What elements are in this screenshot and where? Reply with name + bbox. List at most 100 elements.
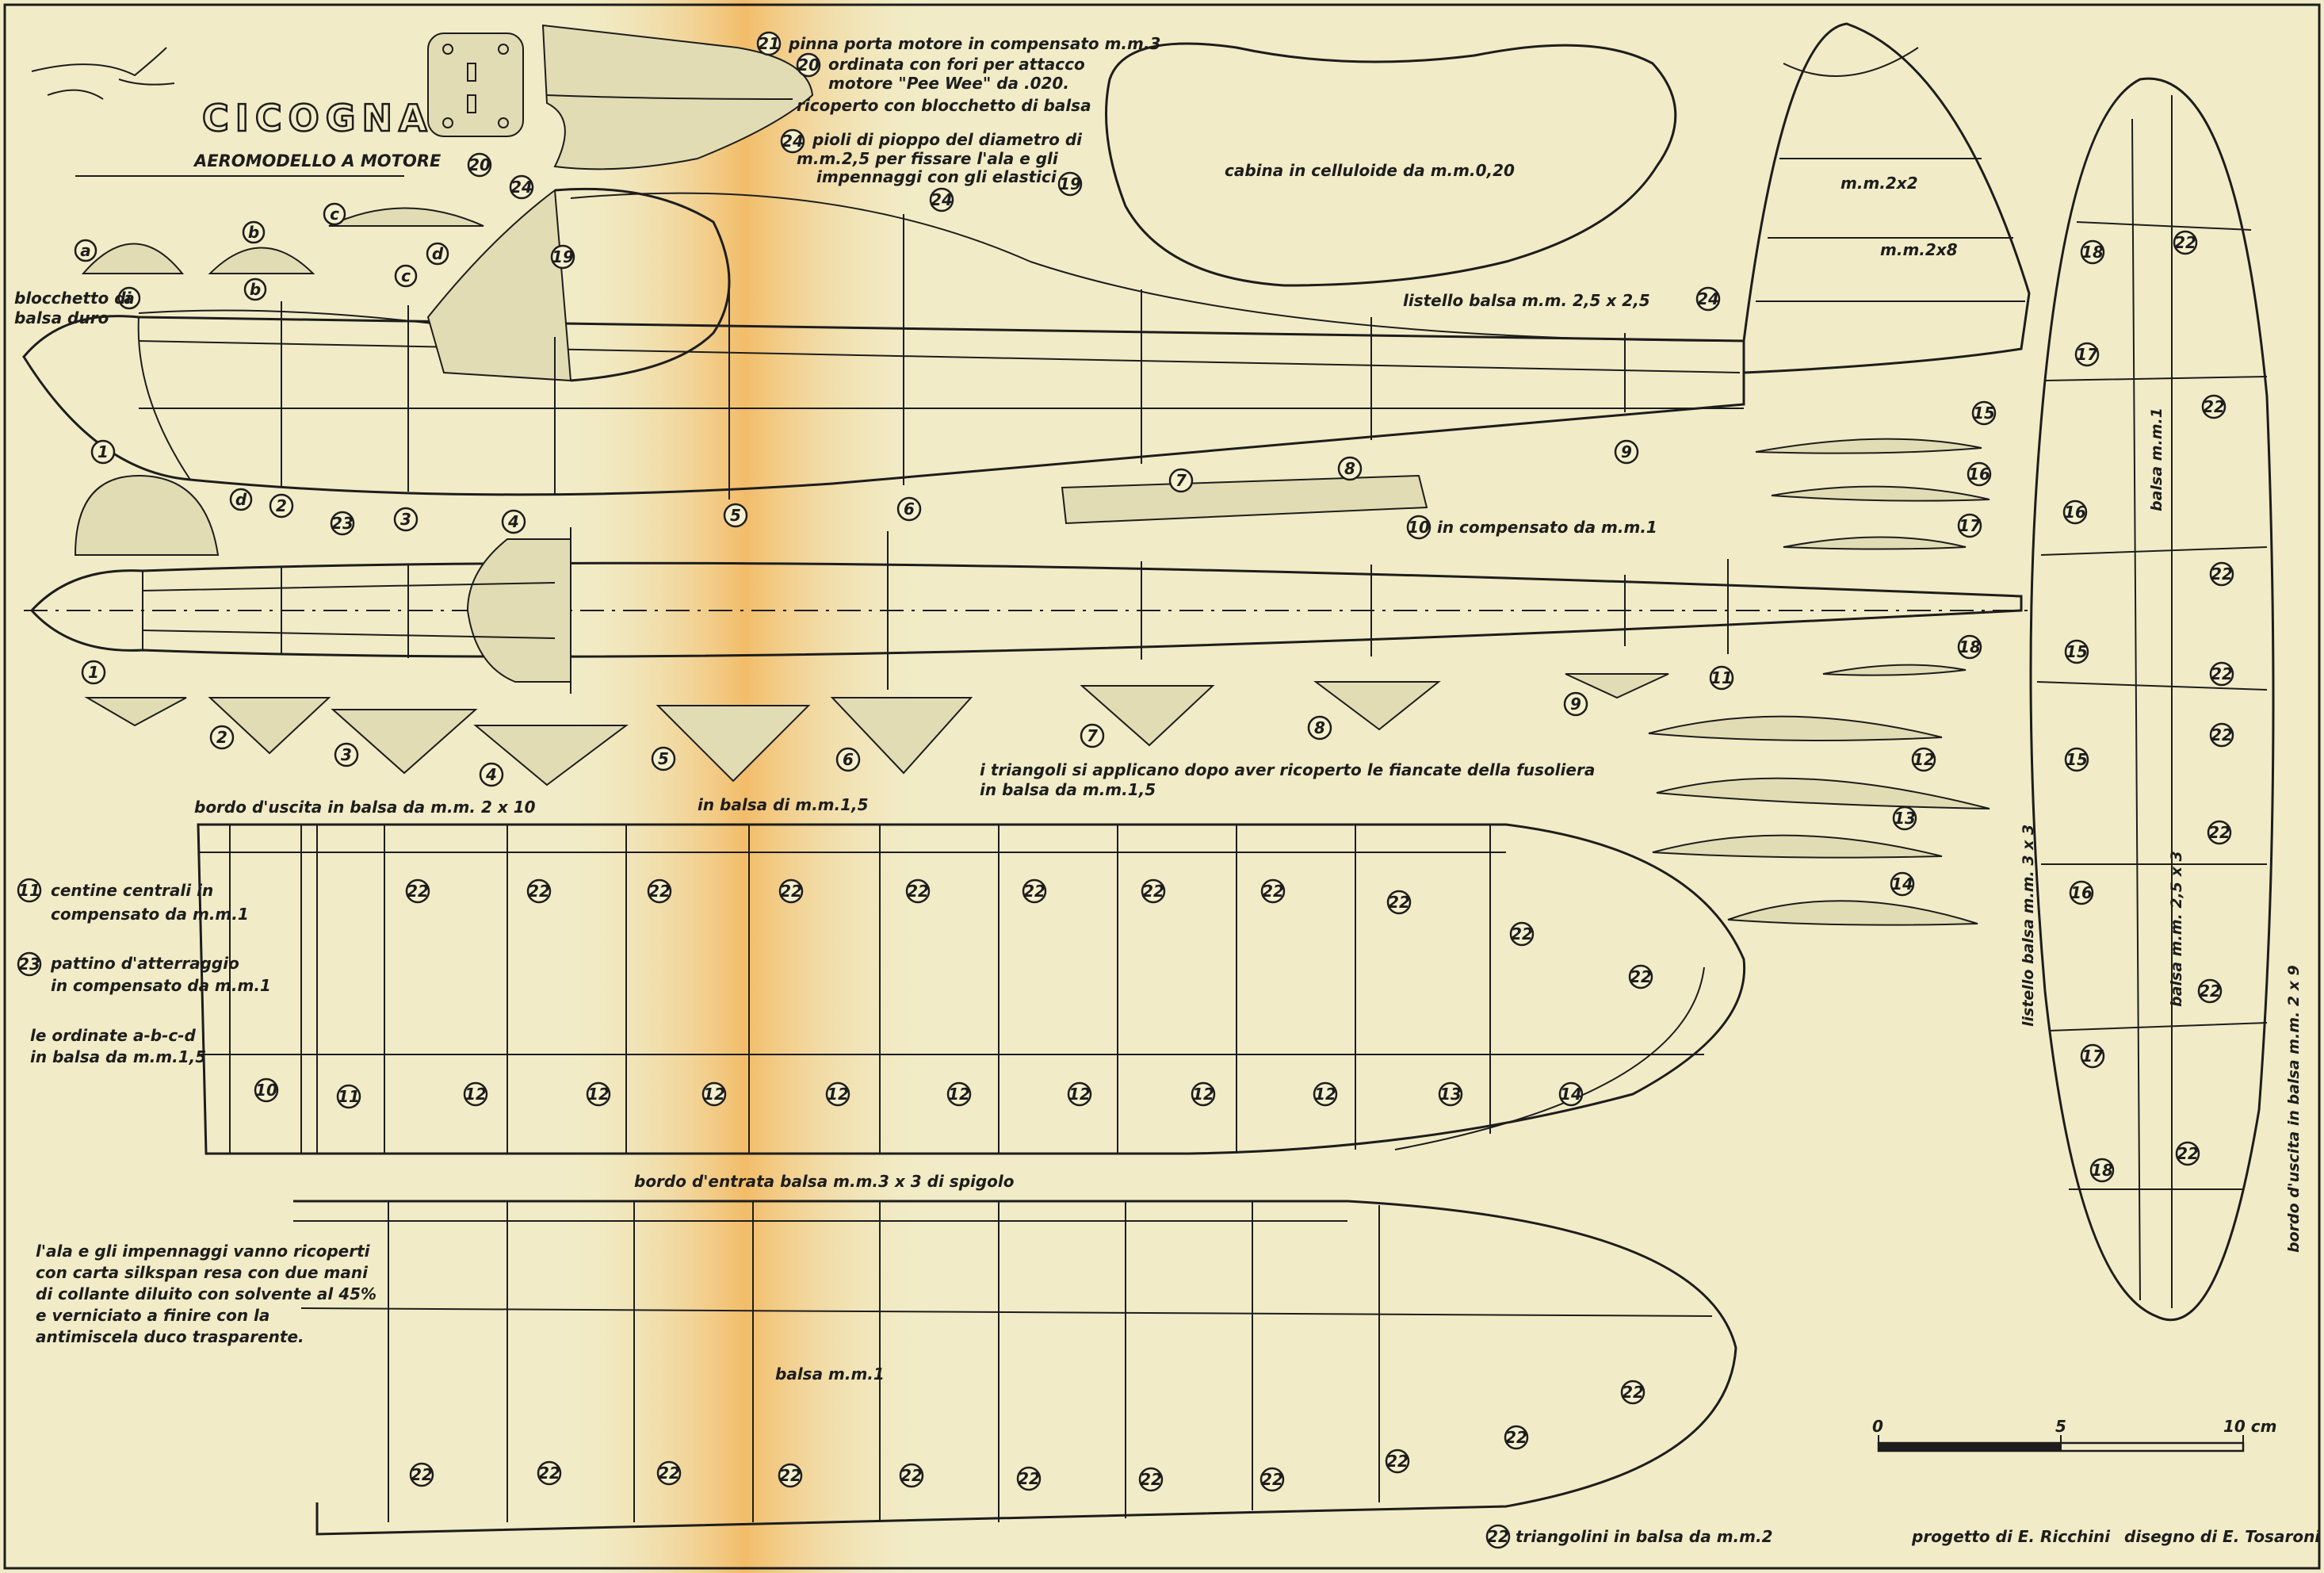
- svg-text:a: a: [124, 289, 135, 308]
- part-num-7: 7: [1168, 468, 1194, 493]
- tri-num-3: 3: [334, 742, 359, 767]
- svg-text:18: 18: [2081, 243, 2104, 262]
- wing-num-22h: 22: [1260, 878, 1286, 904]
- part-num-19: 19: [1057, 171, 1083, 197]
- tri-num-4: 4: [479, 762, 504, 787]
- wing-num-22c: 22: [647, 878, 672, 904]
- scale-end: 10 cm: [2223, 1417, 2277, 1436]
- note-cabina: cabina in celluloide da m.m.0,20: [1225, 161, 1515, 180]
- stab-num-22b: 22: [2201, 394, 2227, 419]
- svg-text:22: 22: [528, 882, 550, 901]
- wing-upper-plan: [197, 823, 1746, 1155]
- stab-num-16a: 16: [2062, 499, 2088, 525]
- tri-num-8: 8: [1307, 715, 1332, 741]
- note-stab-bordo: bordo d'uscita in balsa m.m. 2 x 9: [2285, 965, 2303, 1253]
- stork-sketch: [31, 47, 175, 100]
- wing-num-13: 13: [1438, 1081, 1463, 1107]
- svg-text:10: 10: [1408, 518, 1430, 537]
- note-triangolini: triangolini in balsa da m.m.2: [1516, 1527, 1773, 1546]
- svg-text:c: c: [330, 205, 339, 224]
- part-num-9: 9: [1614, 439, 1639, 465]
- svg-text:22: 22: [1262, 882, 1284, 901]
- svg-text:22: 22: [538, 1464, 560, 1483]
- svg-text:22: 22: [1511, 924, 1533, 943]
- note-ordinate-a: le ordinate a-b-c-d: [30, 1026, 197, 1045]
- svg-text:22: 22: [2211, 725, 2233, 744]
- part-num-3: 3: [393, 507, 419, 532]
- svg-text:14: 14: [1560, 1085, 1582, 1104]
- lwing-num-22b: 22: [537, 1460, 562, 1486]
- scale-bar: 0 5 10 cm: [1872, 1417, 2277, 1452]
- wing-num-11: 11: [336, 1084, 361, 1109]
- letter-c2: c: [394, 264, 418, 288]
- note-blocchetto-a: blocchetto di: [14, 289, 132, 308]
- note-24a: pioli di pioppo del diametro di: [812, 130, 1083, 149]
- svg-text:15: 15: [2066, 642, 2088, 661]
- svg-text:12: 12: [1068, 1085, 1091, 1104]
- note-stab-listello: listello balsa m.m. 3 x 3: [2020, 825, 2037, 1027]
- part-num-5: 5: [723, 503, 748, 528]
- part-num-21: 21: [756, 31, 782, 56]
- note-pattino-b: in compensato da m.m.1: [51, 976, 271, 995]
- note-mm2x2: m.m.2x2: [1840, 174, 1918, 193]
- svg-text:15: 15: [2066, 750, 2088, 769]
- stabilizer-plan: [2029, 77, 2275, 1322]
- legend-num-11: 11: [17, 878, 42, 903]
- part-num-23: 23: [330, 511, 355, 536]
- svg-text:16: 16: [2070, 883, 2093, 902]
- wing-num-12h: 12: [1313, 1081, 1338, 1107]
- credit-disegno: disegno di E. Tosaroni: [2124, 1527, 2321, 1546]
- part-num-4: 4: [501, 509, 526, 534]
- part-num-18: 18: [1957, 634, 1982, 660]
- tri-num-2: 2: [209, 725, 235, 750]
- svg-text:7: 7: [1175, 471, 1187, 490]
- svg-text:22: 22: [1630, 967, 1652, 986]
- lwing-num-22g: 22: [1138, 1467, 1164, 1492]
- lwing-num-22j: 22: [1504, 1425, 1529, 1450]
- svg-text:12: 12: [464, 1085, 487, 1104]
- note-cover-5: antimiscela duco trasparente.: [36, 1327, 304, 1346]
- stab-num-22d: 22: [2209, 661, 2234, 687]
- wing-num-12b: 12: [586, 1081, 611, 1107]
- note-bordo-entrata: bordo d'entrata balsa m.m.3 x 3 di spigo…: [634, 1172, 1015, 1191]
- svg-text:22: 22: [1388, 893, 1410, 912]
- part-num-2: 2: [269, 493, 294, 519]
- part-num-6: 6: [896, 496, 922, 522]
- svg-text:22: 22: [411, 1465, 433, 1484]
- letter-b2: b: [243, 277, 267, 301]
- note-centine-a: centine centrali in: [51, 881, 213, 900]
- stab-num-18a: 18: [2080, 239, 2105, 265]
- note-ordinate-b: in balsa da m.m.1,5: [30, 1047, 206, 1066]
- sheet-border: [3, 3, 2321, 1570]
- svg-text:22: 22: [2174, 233, 2196, 252]
- svg-text:2: 2: [216, 728, 227, 747]
- part-numbers: 21 20 20 24 24 24 24 19 19 1 2 23 3 4 5 …: [17, 31, 2234, 1549]
- part-num-1: 1: [90, 439, 116, 465]
- note-triangoli-a: i triangoli si applicano dopo aver ricop…: [980, 760, 1595, 779]
- note-compensato10: in compensato da m.m.1: [1437, 518, 1657, 537]
- scale-zero: 0: [1872, 1417, 1883, 1436]
- svg-text:a: a: [80, 241, 91, 260]
- svg-text:21: 21: [758, 34, 780, 53]
- stab-num-22c: 22: [2209, 561, 2234, 587]
- note-bordo-uscita: bordo d'uscita in balsa da m.m. 2 x 10: [194, 798, 536, 817]
- svg-text:2: 2: [276, 496, 287, 515]
- svg-text:12: 12: [1192, 1085, 1214, 1104]
- note-20b: motore "Pee Wee" da .020.: [828, 74, 1069, 93]
- note-blocchetto-b: balsa duro: [14, 308, 109, 327]
- svg-text:4: 4: [507, 512, 519, 531]
- legend-num-23: 23: [17, 951, 42, 977]
- svg-text:22: 22: [780, 882, 802, 901]
- svg-text:18: 18: [2091, 1161, 2113, 1180]
- svg-text:22: 22: [1505, 1428, 1527, 1447]
- svg-text:22: 22: [1140, 1470, 1162, 1489]
- svg-text:3: 3: [341, 745, 352, 764]
- svg-text:3: 3: [400, 510, 411, 529]
- stab-num-15a: 15: [2064, 639, 2089, 664]
- note-stab-balsa25: balsa m.m. 2,5 x 3: [2168, 851, 2185, 1007]
- cabin-celluloid-outline: [1105, 42, 1677, 287]
- svg-text:14: 14: [1891, 875, 1913, 894]
- svg-text:22: 22: [407, 882, 429, 901]
- legend-num-22: 22: [1485, 1524, 1511, 1549]
- wing-lower-plan: [293, 1200, 1737, 1536]
